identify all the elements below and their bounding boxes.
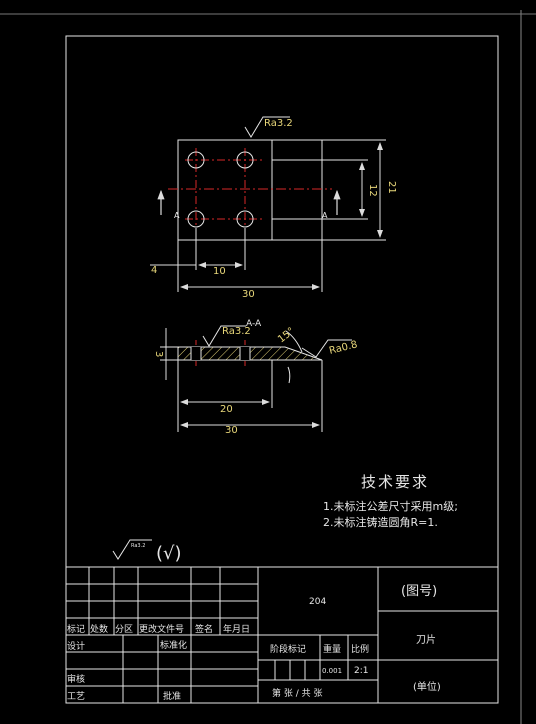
roughness-edge-label: Ra0.8	[328, 339, 359, 357]
section-mark-left: A	[174, 211, 180, 220]
roughness-label: Ra3.2	[222, 326, 251, 337]
weight-value: 0.001	[322, 667, 342, 675]
dim-21: 21	[386, 181, 397, 194]
roughness-label: Ra3.2	[264, 118, 293, 129]
tech-item: 1.未标注公差尺寸采用m级;	[323, 499, 458, 513]
row-designer: 设计	[67, 640, 85, 652]
hole	[187, 151, 205, 169]
angle-arc	[285, 330, 303, 353]
hole	[236, 210, 254, 228]
dim-12: 12	[367, 184, 378, 197]
section-hole	[191, 347, 201, 360]
row-standardize: 标准化	[160, 639, 187, 651]
company: (单位)	[413, 680, 441, 693]
dim-4: 4	[151, 265, 157, 276]
title-block-text: 204 (图号) 刀片 (单位) 标记 处数 分区 更改文件号 签名 年月日 设…	[67, 584, 441, 702]
roughness-symbol	[244, 116, 290, 138]
sheet-text: 第 张 / 共 张	[272, 687, 322, 699]
tech-title: 技术要求	[361, 473, 429, 491]
drawing-frame	[65, 35, 499, 704]
title-block	[66, 566, 498, 703]
angle-arc-lower	[287, 366, 291, 384]
dim-20: 20	[220, 404, 233, 415]
stage-label: 阶段标记	[270, 643, 306, 655]
row-review: 审核	[67, 673, 85, 685]
material: 204	[309, 597, 326, 607]
tech-requirements: 技术要求 1.未标注公差尺寸采用m级; 2.未标注铸造圆角R=1.	[323, 473, 458, 529]
dim-3: 3	[153, 351, 164, 357]
angle-label: 15°	[276, 326, 297, 346]
hole	[236, 151, 254, 169]
section-title: A-A	[246, 319, 262, 329]
header-label: 签名	[195, 623, 213, 635]
header-label: 更改文件号	[139, 623, 184, 635]
dim-10: 10	[213, 266, 226, 277]
section-view: Ra3.2 A-A 15° Ra0.8 3 20 30	[153, 319, 359, 436]
roughness-symbol-edge	[301, 339, 352, 358]
scale-label: 比例	[351, 643, 369, 655]
scale-value: 2:1	[354, 666, 368, 676]
roughness-symbol	[112, 539, 152, 560]
general-roughness-value: Ra3.2	[131, 543, 145, 549]
part-name: 刀片	[416, 633, 436, 646]
roughness-symbol	[202, 325, 246, 347]
section-mark-right: A	[322, 211, 328, 220]
general-roughness-paren: (√)	[156, 543, 182, 564]
header-label: 年月日	[223, 623, 250, 635]
row-process: 工艺	[67, 691, 85, 702]
header-label: 处数	[90, 623, 108, 635]
plan-outline	[177, 139, 323, 241]
header-label: 标记	[67, 623, 85, 635]
header-label: 分区	[115, 624, 133, 635]
weight-label: 重量	[323, 643, 341, 655]
general-roughness: Ra3.2 (√)	[112, 539, 182, 564]
dim-30b: 30	[225, 425, 238, 436]
plan-view: Ra3.2 A A 21 12 4 10 30	[150, 116, 397, 300]
row-approve: 批准	[163, 690, 181, 702]
tech-item: 2.未标注铸造圆角R=1.	[323, 515, 438, 529]
hole	[187, 210, 205, 228]
dim-30: 30	[242, 289, 255, 300]
drawing-number: (图号)	[401, 584, 437, 599]
section-hole	[240, 347, 250, 360]
